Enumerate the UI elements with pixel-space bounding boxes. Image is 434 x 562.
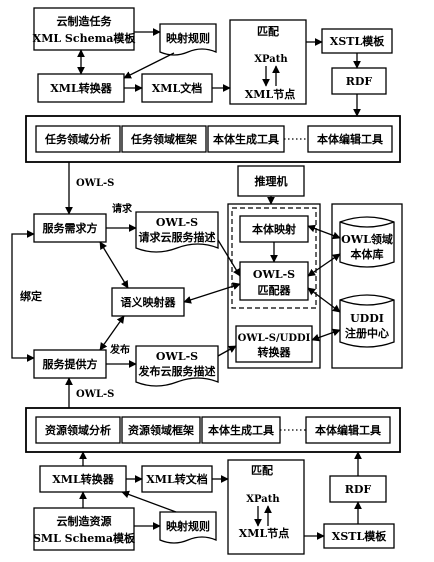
owl-domain-ontology-cylinder [339,216,395,268]
publish-service-desc-line1: OWL-S [156,350,198,363]
top-xml-node-label: XML节点 [245,87,295,101]
top-tool-item-1-box [35,125,121,153]
task-schema-template-line1: 云制造任务 [57,14,113,28]
bottom-tool-item-3-box [201,416,281,444]
resource-schema-template-box [33,507,135,551]
bind-label: 绑定 [20,289,42,303]
publish-service-desc-line2: 发布云服务描述 [138,364,216,378]
top-tool-item-3: 本体生成工具 [213,132,279,146]
owl-uddi-converter-line2: 转换器 [258,345,292,359]
top-xstl-template-label: XSTL模板 [330,34,385,48]
bottom-tool-item-4-box [305,416,391,444]
top-tool-item-4: 本体编辑工具 [317,132,383,146]
semantic-mapper-label: 语义映射器 [121,295,177,309]
bottom-rdf-label: RDF [345,483,372,496]
owl-matcher-line2: 匹配器 [258,283,292,297]
bottom-tool-item-3: 本体生成工具 [208,423,274,437]
publish-service-desc-doc [135,345,219,387]
uddi-registry-cylinder-rim [339,299,395,306]
request-service-desc-line2: 请求云服务描述 [139,230,216,244]
middle-section: OWL-S 推理机 本体映射 OWL-S 匹配器 OWL-S/UDDI 转换器 … [11,162,403,408]
service-requester-box [33,213,107,243]
bottom-xstl-template-box [323,523,395,549]
arrow-mapper-to-provider [99,315,125,351]
top-arrow-rules-to-converter [123,52,175,79]
bottom-xstl-template-label: XSTL模板 [332,529,387,543]
matching-core-dashed-group [231,207,317,309]
arrow-request-desc-to-matcher [217,239,241,277]
uddi-registry-cylinder [339,294,395,348]
ontology-mapping-label: 本体映射 [252,222,296,236]
arrow-publish-desc-to-converter [217,345,237,357]
owl-domain-ontology-line2: 本体库 [351,247,384,261]
top-xml-converter-label: XML转换器 [50,81,112,95]
top-tool-item-4-box [307,125,393,153]
owl-uddi-converter-box [235,325,313,363]
request-label: 请求 [112,202,133,215]
top-tool-item-3-box [207,125,285,153]
uddi-registry-line1: UDDI [350,312,384,325]
owl-matcher-box [239,261,309,301]
top-tool-item-2: 任务领域框架 [130,132,197,146]
owl-s-upper-label: OWL-S [76,178,114,189]
top-xpath-label: XPath [254,54,288,65]
bottom-mapping-rules-label: 映射规则 [166,519,210,533]
resource-schema-template-line1: 云制造资源 [57,514,112,528]
top-mapping-rules-label: 映射规则 [166,31,210,45]
bottom-mapping-rules-doc [159,511,217,544]
inference-engine-box [237,165,305,197]
top-tool-item-1: 任务领域分析 [44,132,111,146]
bottom-xml-converter-label: XML转换器 [52,472,114,486]
task-schema-template-box [33,7,135,51]
service-requester-label: 服务需求方 [43,221,98,235]
bottom-tool-item-2: 资源领域框架 [128,423,194,437]
service-provider-label: 服务提供方 [43,357,98,371]
task-schema-template-line2: XML Schema模板 [33,31,137,45]
arrow-requester-to-mapper [99,241,129,289]
semantic-mapper-box [111,287,185,317]
bottom-xpath-label: XPath [246,494,280,505]
uddi-registry-line2: 注册中心 [345,326,389,340]
top-mapping-rules-doc [159,23,217,56]
publish-label: 发布 [109,343,130,356]
bottom-tool-item-2-box [121,416,201,444]
top-match-title: 匹配 [257,24,279,38]
bind-loop [11,230,35,362]
bottom-match-box [227,459,305,555]
bottom-tool-item-1-box [35,416,121,444]
bottom-xml-node-label: XML节点 [239,526,289,540]
top-rdf-label: RDF [346,75,373,88]
bottom-match-title: 匹配 [251,463,273,477]
top-match-box [229,19,307,105]
arrow-mapper-to-matcher [183,282,241,304]
arrow-converter-to-uddi [311,328,341,342]
request-service-desc-line1: OWL-S [156,216,198,229]
top-rdf-box [331,67,387,95]
arrow-matcher-to-owl-domain [307,253,341,277]
bottom-xml-to-doc-label: XML转文档 [146,472,207,486]
arrow-matcher-to-uddi [307,287,341,313]
bottom-tool-item-4: 本体编辑工具 [315,423,381,437]
owl-domain-ontology-cylinder-rim [339,221,395,228]
service-provider-box [33,349,107,379]
top-section: 云制造任务 XML Schema模板 映射规则 XML转换器 XML文档 匹配 … [33,7,393,117]
arrow-ontology-to-owl-domain [307,224,341,240]
top-xml-document-box [141,73,213,103]
top-tools-section: 任务领域分析 任务领域框架 本体生成工具 本体编辑工具 [25,115,401,163]
resource-schema-template-line2: SML Schema模板 [33,531,136,545]
owl-uddi-converter-line1: OWL-S/UDDI [238,333,311,344]
inference-engine-label: 推理机 [255,174,288,188]
top-xml-converter-box [37,73,125,103]
top-xml-document-label: XML文档 [152,81,202,95]
owl-s-lower-label: OWL-S [76,389,114,400]
bottom-tools-section: 资源领域分析 资源领域框架 本体生成工具 本体编辑工具 [25,407,401,453]
request-service-desc-doc [135,211,219,253]
bottom-section: XML转换器 XML转文档 匹配 XPath XML节点 RDF 云制造资源 S… [33,451,395,555]
bottom-tool-item-1: 资源领域分析 [45,423,111,437]
top-tool-item-2-box [121,125,207,153]
owl-matcher-line1: OWL-S [253,268,295,281]
owl-domain-ontology-line1: OWL领域 [341,232,393,246]
arrow-bottom-rules-to-converter [121,490,177,513]
